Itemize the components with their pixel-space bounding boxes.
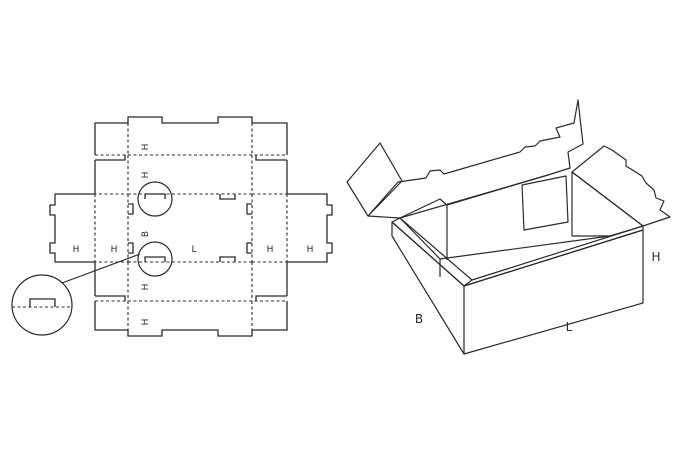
left-end-panel — [49, 193, 95, 263]
inner-floor-edge — [439, 235, 611, 260]
box-edge — [391, 221, 465, 287]
inner-standing-panel — [521, 175, 569, 231]
box-edge — [463, 229, 644, 287]
lock-slot — [246, 242, 252, 254]
upper-wall-panel — [95, 155, 287, 161]
lid-hinge-line — [399, 174, 549, 219]
magnifier-tab — [29, 298, 56, 307]
lower-wall-panel — [95, 295, 287, 301]
lock-slot — [128, 203, 134, 215]
label-box-h: H — [651, 250, 660, 264]
label-box-l: L — [566, 320, 573, 334]
bottom-outer-flap — [94, 301, 288, 337]
magnifier-circle — [11, 274, 73, 336]
left-end-flap — [346, 142, 403, 217]
rim-left — [391, 217, 473, 287]
label-b: B — [141, 231, 151, 237]
leader-line — [61, 253, 141, 284]
label-h-upper: H — [141, 172, 151, 179]
right-end-flap — [571, 145, 671, 227]
detail-circle-lower — [137, 241, 173, 277]
label-h-left-outer: H — [73, 245, 80, 255]
lock-tab — [219, 194, 236, 200]
label-h-right-inner: H — [267, 245, 274, 255]
detail-tab-lower — [144, 256, 166, 262]
assembled-box: H B L — [346, 99, 671, 355]
label-h-left-inner: H — [111, 245, 118, 255]
label-box-b: B — [415, 312, 423, 326]
lock-slot — [246, 203, 252, 215]
lock-slot — [128, 242, 134, 254]
flat-box-blank: H H H H B L H H H H — [11, 116, 333, 337]
top-outer-flap — [94, 116, 288, 155]
detail-tab-upper — [144, 193, 166, 199]
label-h-bottom: H — [141, 319, 151, 326]
label-l: L — [191, 245, 196, 255]
label-h-lower: H — [141, 284, 151, 291]
back-lid-flap — [367, 99, 584, 219]
inner-corner — [609, 225, 644, 237]
right-end-panel — [287, 193, 333, 263]
lock-tab — [219, 256, 236, 262]
label-h-right-outer: H — [307, 245, 314, 255]
detail-circle-upper — [137, 181, 173, 217]
label-h-top: H — [141, 144, 151, 151]
